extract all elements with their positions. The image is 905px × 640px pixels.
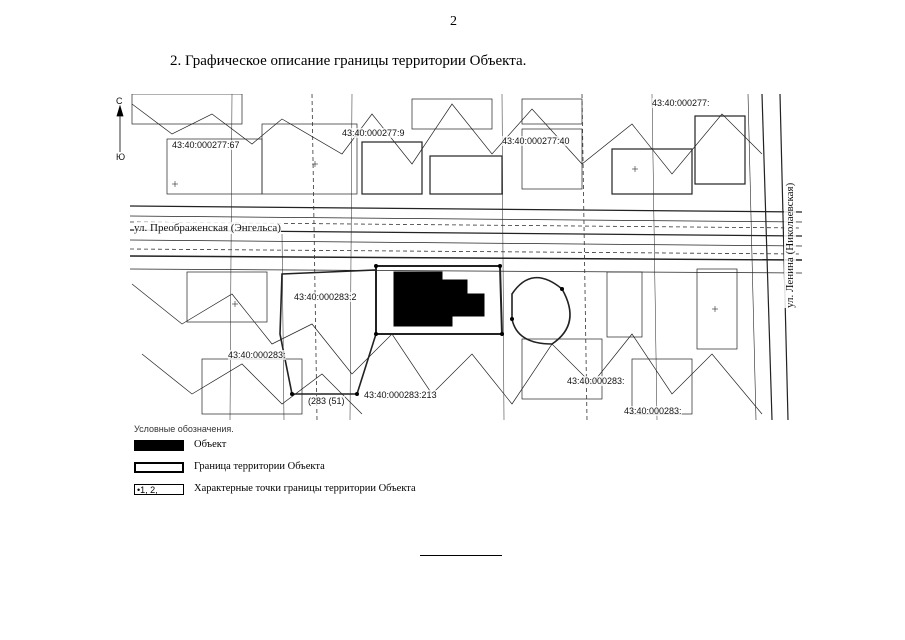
legend-label: Объект: [194, 439, 227, 450]
cadastral-label: 43:40:000277:67: [172, 140, 240, 150]
cadastral-label: 43:40:000283:2: [294, 292, 357, 302]
cadastral-label: 43:40:000283:: [567, 376, 625, 386]
street-label-preobrazhenskaya: ул. Преображенская (Энгельса): [134, 222, 281, 234]
compass-north-label: С: [116, 96, 123, 106]
boundary-swatch: [134, 462, 184, 473]
street-label-lenina: ул. Ленина (Николаевская): [784, 182, 796, 308]
legend-heading: Условные обозначения.: [134, 424, 234, 434]
cadastral-label: 43:40:000277:: [652, 98, 710, 108]
object-swatch: [134, 440, 184, 451]
section-title: 2. Графическое описание границы территор…: [170, 53, 527, 69]
page-number: 2: [450, 14, 457, 29]
map-drawing: [116, 94, 802, 420]
cadastral-label: 43:40:000283:: [624, 406, 682, 416]
legend-label: Граница территории Объекта: [194, 461, 325, 472]
cadastral-map: С Ю ул. Преображенская (Энгельса) ул. Ле…: [112, 94, 802, 420]
legend-label: Характерные точки границы территории Объ…: [194, 483, 416, 494]
cadastral-label: 43:40:000277:40: [502, 136, 570, 146]
compass-south-label: Ю: [116, 152, 126, 162]
cadastral-label: 43:40:000283:: [228, 350, 286, 360]
parcel-number-label: (283 (51): [308, 396, 345, 406]
cadastral-label: 43:40:000283:213: [364, 390, 437, 400]
points-swatch: •1, 2,: [134, 484, 184, 495]
footer-rule: [420, 555, 502, 556]
cadastral-label: 43:40:000277:9: [342, 128, 405, 138]
